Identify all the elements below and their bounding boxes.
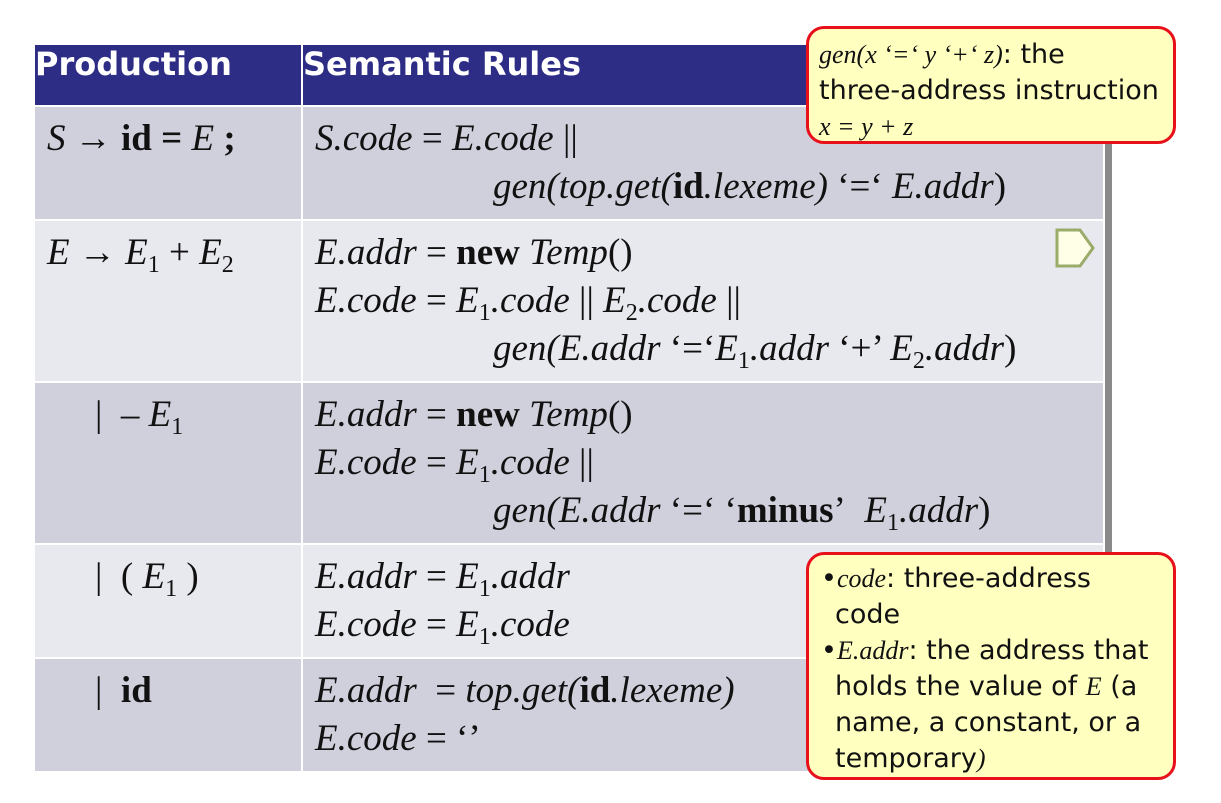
definition-eaddr: •E.addr: the address that — [821, 635, 1149, 666]
rule-line: E.code = E1.code || E2.code || — [315, 280, 741, 326]
callout-gen-line2: three-address instruction — [819, 75, 1159, 106]
rules-cell: E.addr = new Temp() E.code = E1.code || … — [301, 381, 1105, 545]
pentagon-marker-icon[interactable] — [1054, 227, 1096, 269]
production-text: S → id = E ; — [47, 118, 236, 159]
rule-line: E.addr = new Temp() — [315, 394, 633, 435]
production-cell: | id — [33, 657, 303, 773]
definition-code: •code: three-address — [821, 563, 1091, 594]
rule-line: E.code = E1.code || — [315, 442, 594, 488]
production-cell: | ( E1 ) — [33, 543, 303, 659]
rule-line: E.addr = top.get(id.lexeme) — [315, 670, 735, 711]
production-text: E → E1 + E2 — [47, 232, 234, 278]
definition-eaddr-cont: name, a constant, or a — [835, 707, 1142, 738]
rules-cell: E.addr = new Temp() E.code = E1.code || … — [301, 219, 1105, 383]
production-cell: | – E1 — [33, 381, 303, 545]
production-cell: E → E1 + E2 — [33, 219, 303, 383]
rule-line: E.code = E1.code — [315, 604, 570, 650]
rule-line: gen(top.get(id.lexeme) ‘=‘ E.addr) — [493, 166, 1007, 207]
header-production: Production — [33, 43, 303, 107]
rule-line: E.addr = new Temp() — [315, 232, 633, 273]
production-text: | id — [95, 670, 152, 711]
rules-cell: S.code = E.code || gen(top.get(id.lexeme… — [301, 105, 1105, 221]
callout-gen-formula: x = y + z — [819, 112, 914, 141]
rule-line: gen(E.addr ‘=‘ ‘minus’ E1.addr) — [493, 490, 991, 536]
callout-definitions: •code: three-address code •E.addr: the a… — [806, 552, 1176, 780]
rule-line: S.code = E.code || — [315, 118, 578, 159]
table-row: | – E1 E.addr = new Temp() E.code = E1.c… — [33, 381, 1105, 545]
rule-line: E.code = ‘’ — [315, 718, 481, 759]
production-text: | – E1 — [95, 394, 184, 440]
callout-gen-line1: gen(x ‘=‘ y ‘+‘ z): the — [819, 39, 1065, 70]
production-cell: S → id = E ; — [33, 105, 303, 221]
production-text: | ( E1 ) — [95, 556, 199, 602]
table-row: S → id = E ; S.code = E.code || gen(top.… — [33, 105, 1105, 221]
definition-eaddr-cont: holds the value of E (a — [835, 671, 1138, 702]
rule-line: gen(E.addr ‘=‘E1.addr ‘+’ E2.addr) — [493, 328, 1017, 374]
callout-gen: gen(x ‘=‘ y ‘+‘ z): the three-address in… — [806, 26, 1176, 144]
rules-cell: E.addr = E1.addr E.code = E1.code — [301, 543, 1105, 659]
table-row: E → E1 + E2 E.addr = new Temp() E.code =… — [33, 219, 1105, 383]
table-row: | ( E1 ) E.addr = E1.addr E.code = E1.co… — [33, 543, 1105, 659]
definition-eaddr-cont: temporary) — [835, 743, 986, 774]
rule-line: E.addr = E1.addr — [315, 556, 570, 602]
definition-code-cont: code — [835, 599, 901, 630]
